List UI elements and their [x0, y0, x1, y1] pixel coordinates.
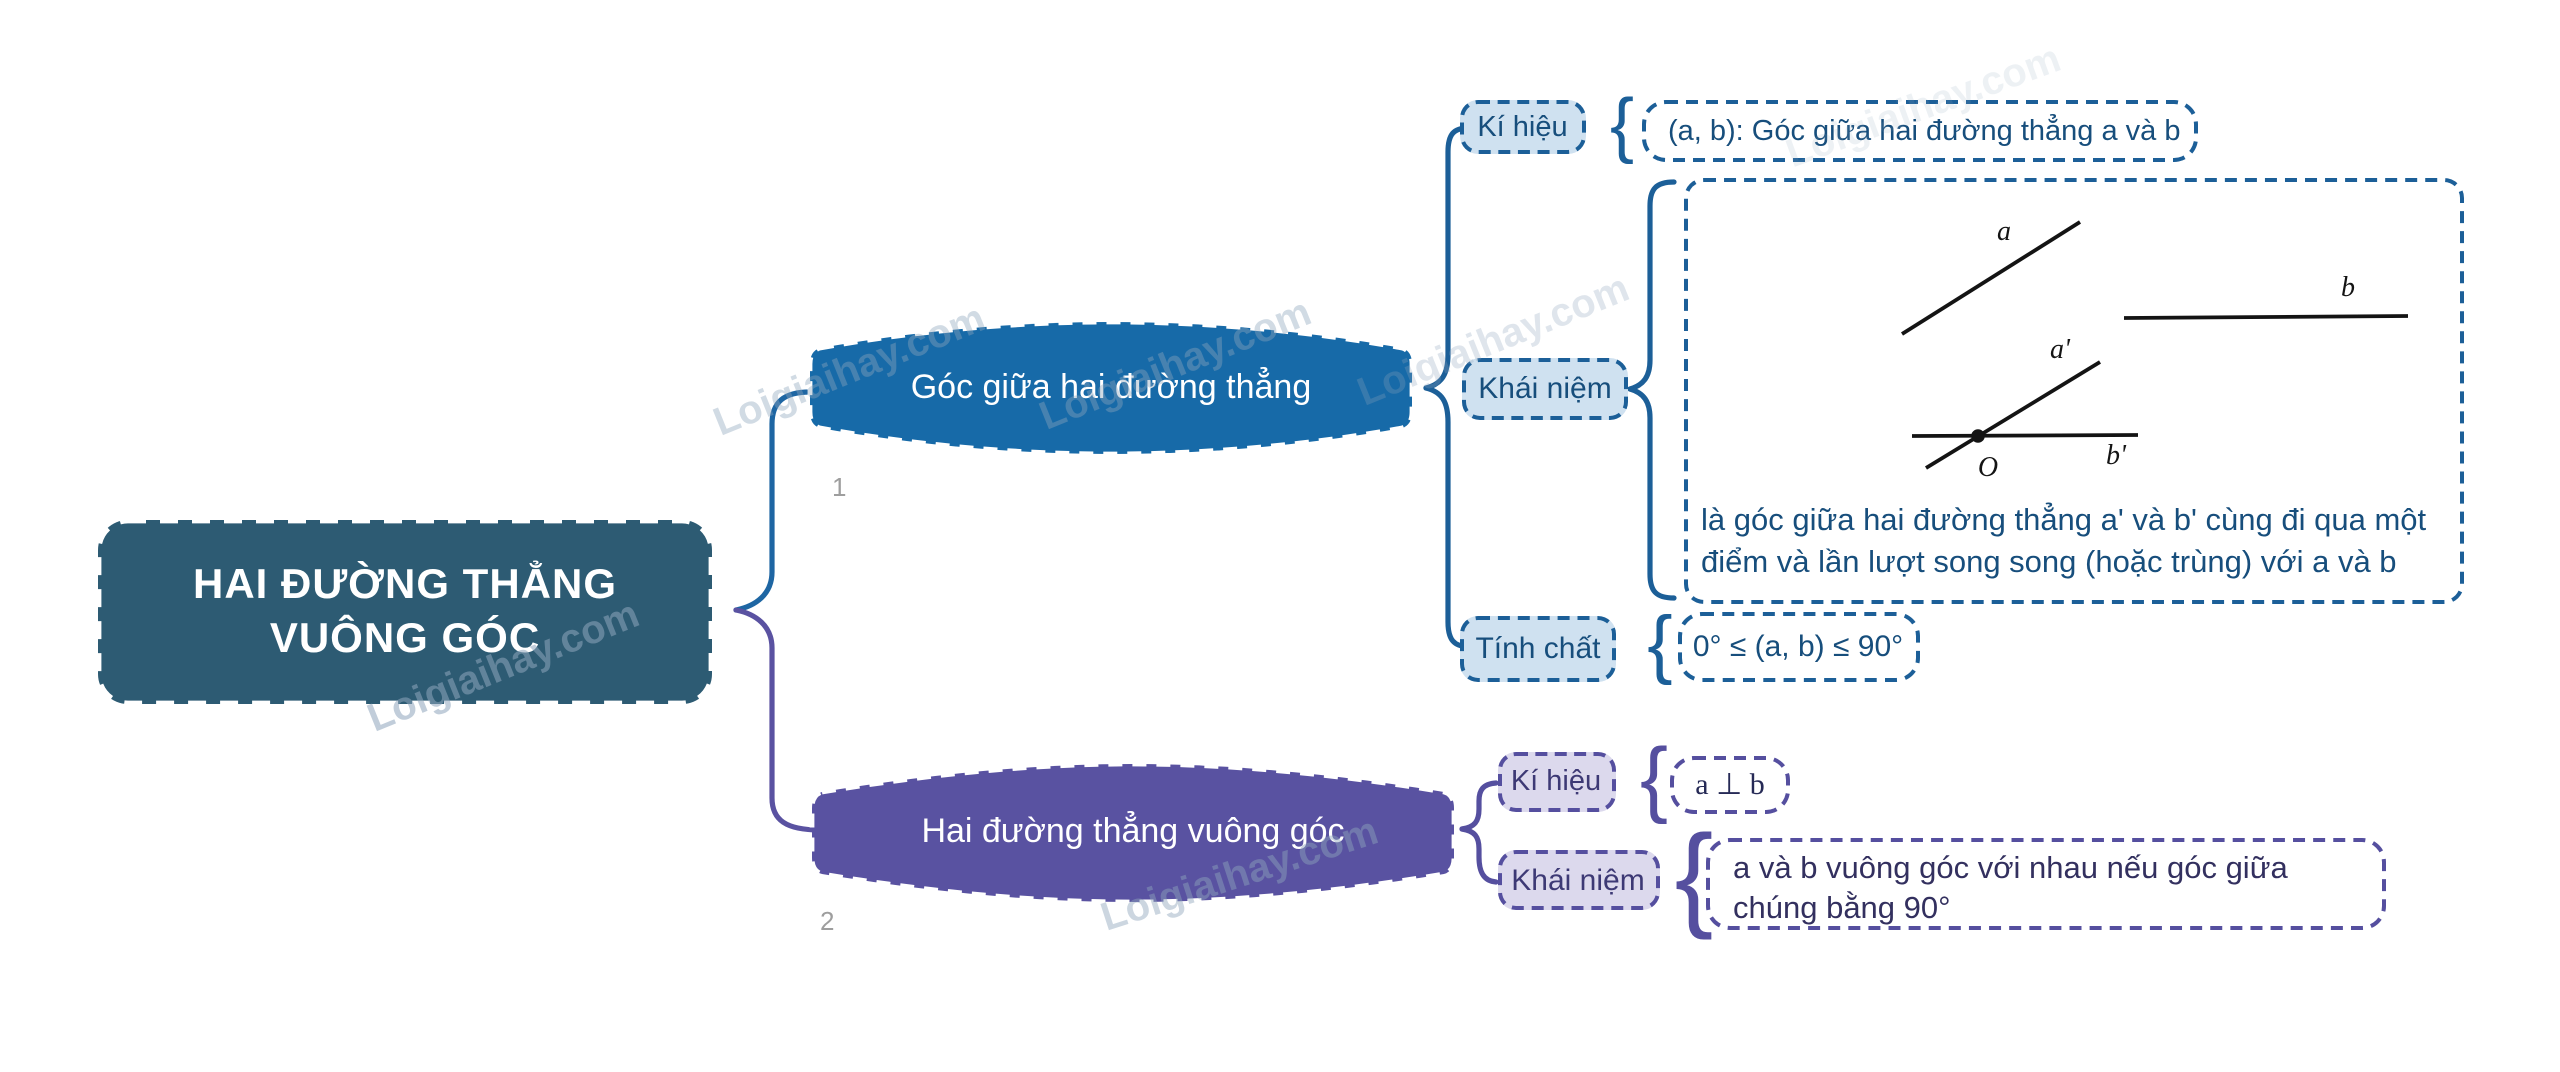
- label-a: a: [1996, 216, 2010, 247]
- label-b: b: [2340, 272, 2354, 303]
- branch2-kihieu-content[interactable]: a ⊥ b: [1670, 755, 1790, 813]
- label-a-prime: a': [2049, 334, 2070, 365]
- branch1-node[interactable]: [807, 319, 1415, 457]
- label-O: O: [1977, 452, 1997, 483]
- branch1-kihieu-content[interactable]: (a, b): Góc giữa hai đường thẳng a và b: [1642, 100, 2198, 162]
- branch1-khainiem-text: là góc giữa hai đường thẳng a' và b' cùn…: [1701, 504, 2427, 580]
- branch2-node-title: Hai đường thẳng vuông góc: [921, 812, 1345, 850]
- angle-between-lines-figure: a b a' b' O: [1899, 216, 2408, 483]
- line-b: [2122, 314, 2408, 320]
- line-a: [1899, 220, 2081, 336]
- branch1-brace-lower: [1423, 385, 1471, 650]
- root-node-title: HAI ĐƯỜNG THẲNG VUÔNG GÓC: [98, 520, 712, 704]
- branch2-khainiem-pill[interactable]: Khái niệm: [1497, 850, 1659, 910]
- branch2-brace-upper: [1459, 780, 1499, 832]
- branch2-kihieu-pill[interactable]: Kí hiệu: [1497, 752, 1615, 812]
- root-title-line2: VUÔNG GÓC: [269, 616, 541, 662]
- branch1-kihieu-pill[interactable]: Kí hiệu: [1460, 100, 1585, 154]
- branch2-khainiem-content[interactable]: a và b vuông góc với nhau nếu góc giữa c…: [1705, 838, 2385, 930]
- branch1-node-title: Góc giữa hai đường thẳng: [910, 367, 1312, 405]
- root-to-branch1-connector: [733, 389, 813, 613]
- label-b-prime: b': [2105, 440, 2126, 471]
- root-node[interactable]: [94, 516, 716, 708]
- khainiem1-brace-lower: [1627, 386, 1677, 601]
- root-title-line1: HAI ĐƯỜNG THẲNG: [193, 561, 617, 608]
- branch2-index: 2: [820, 906, 835, 936]
- branch2-node[interactable]: [809, 761, 1457, 905]
- branch1-index: 1: [832, 472, 847, 502]
- khainiem1-brace-upper: [1627, 179, 1677, 392]
- branch1-khainiem-content-box[interactable]: a b a' b' O là góc giữa hai đường thẳng …: [1683, 178, 2463, 604]
- point-O-dot: [1970, 429, 1984, 443]
- branch1-tinhchat-content[interactable]: 0° ≤ (a, b) ≤ 90°: [1677, 612, 1919, 682]
- branch1-brace-upper: [1423, 125, 1471, 391]
- branch1-khainiem-pill[interactable]: Khái niệm: [1462, 358, 1628, 420]
- line-a-prime: [1924, 360, 2100, 470]
- branch1-tinhchat-pill[interactable]: Tính chất: [1460, 615, 1616, 681]
- line-b-prime: [1910, 433, 2138, 438]
- branch2-brace-lower: [1459, 826, 1499, 885]
- root-to-branch2-connector: [733, 607, 823, 833]
